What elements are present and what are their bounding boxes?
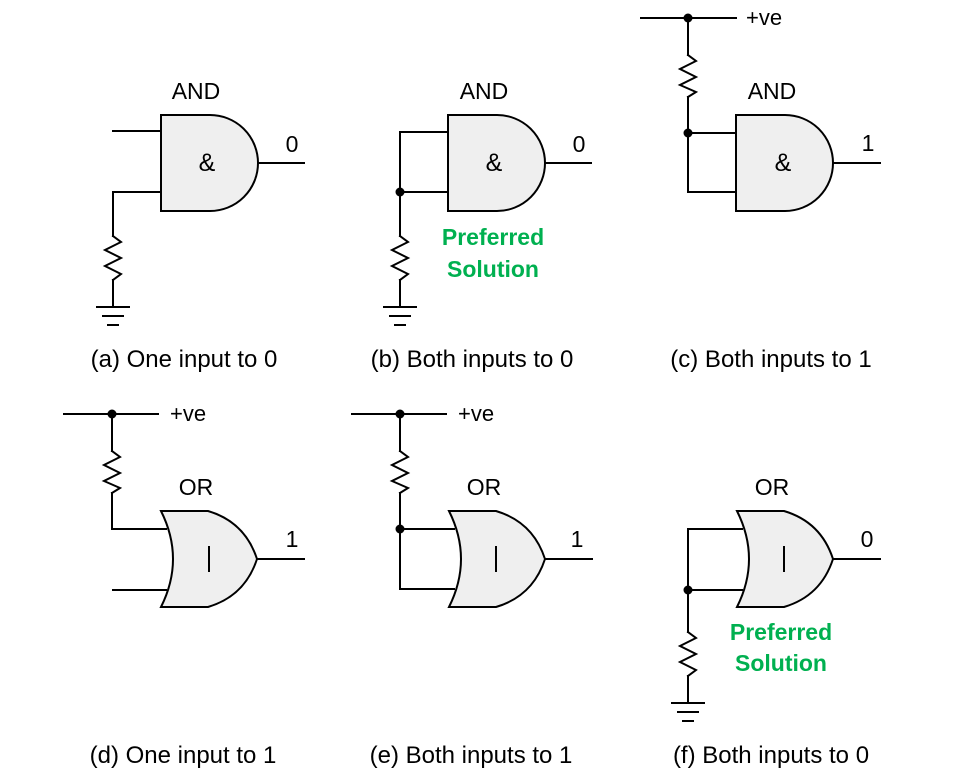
panel-caption: (b) Both inputs to 0 bbox=[371, 346, 574, 373]
resistor-icon bbox=[389, 234, 411, 282]
resistor-icon bbox=[677, 53, 699, 99]
preferred-solution-note: Solution bbox=[735, 650, 827, 676]
junction-dot bbox=[683, 128, 693, 138]
output-value: 1 bbox=[862, 130, 875, 156]
and-gate-symbol bbox=[735, 114, 834, 212]
input-wire-tied bbox=[112, 191, 162, 237]
output-value: 1 bbox=[286, 526, 299, 552]
gate-function-symbol: & bbox=[775, 149, 792, 177]
resistor-icon bbox=[101, 449, 123, 495]
output-value: 0 bbox=[861, 526, 874, 552]
gate-type-label: OR bbox=[467, 474, 502, 500]
panel-caption: (f) Both inputs to 0 bbox=[673, 742, 869, 769]
and-gate-symbol bbox=[160, 114, 259, 212]
ground-icon bbox=[96, 306, 130, 326]
ground-icon bbox=[383, 306, 417, 326]
input-wire-tied bbox=[687, 528, 743, 633]
input-wire-tied bbox=[399, 131, 449, 237]
panel-caption: (c) Both inputs to 1 bbox=[670, 346, 871, 373]
junction-dot bbox=[683, 585, 693, 595]
output-value: 0 bbox=[286, 131, 299, 157]
gate-type-label: AND bbox=[748, 78, 797, 104]
input-wire-tied bbox=[399, 492, 455, 590]
gate-type-label: AND bbox=[460, 78, 509, 104]
output-value: 0 bbox=[573, 131, 586, 157]
gate-function-symbol: & bbox=[199, 149, 216, 177]
supply-label: +ve bbox=[170, 401, 206, 426]
preferred-solution-note: Preferred bbox=[730, 619, 832, 645]
input-wire-tied bbox=[687, 96, 737, 193]
panel-d: +ve OR 1 (d) One input to 1 bbox=[63, 401, 305, 769]
panel-f: OR 0 Preferred Solution (f) Both inputs … bbox=[671, 474, 881, 769]
gate-type-label: AND bbox=[172, 78, 221, 104]
input-wire-tied bbox=[111, 492, 167, 530]
gate-type-label: OR bbox=[755, 474, 790, 500]
supply-label: +ve bbox=[746, 5, 782, 30]
panel-caption: (a) One input to 0 bbox=[91, 346, 278, 373]
resistor-icon bbox=[389, 449, 411, 495]
junction-dot bbox=[395, 187, 405, 197]
panel-caption: (d) One input to 1 bbox=[90, 742, 277, 769]
panel-a: AND & 0 (a) One input to 0 bbox=[91, 78, 305, 373]
junction-dot bbox=[395, 524, 405, 534]
panel-caption: (e) Both inputs to 1 bbox=[370, 742, 573, 769]
panel-c: +ve AND & 1 (c) Both inputs to 1 bbox=[640, 5, 881, 373]
gate-type-label: OR bbox=[179, 474, 214, 500]
resistor-icon bbox=[102, 234, 124, 282]
panel-e: +ve OR 1 (e) Both inputs to 1 bbox=[351, 401, 593, 769]
supply-label: +ve bbox=[458, 401, 494, 426]
panel-b: AND & 0 Preferred Solution (b) Both inpu… bbox=[371, 78, 592, 373]
ground-icon bbox=[671, 702, 705, 722]
preferred-solution-note: Preferred bbox=[442, 224, 544, 250]
and-gate-symbol bbox=[447, 114, 546, 212]
gate-function-symbol: & bbox=[486, 149, 503, 177]
output-value: 1 bbox=[571, 526, 584, 552]
resistor-icon bbox=[677, 630, 699, 678]
preferred-solution-note: Solution bbox=[447, 256, 539, 282]
